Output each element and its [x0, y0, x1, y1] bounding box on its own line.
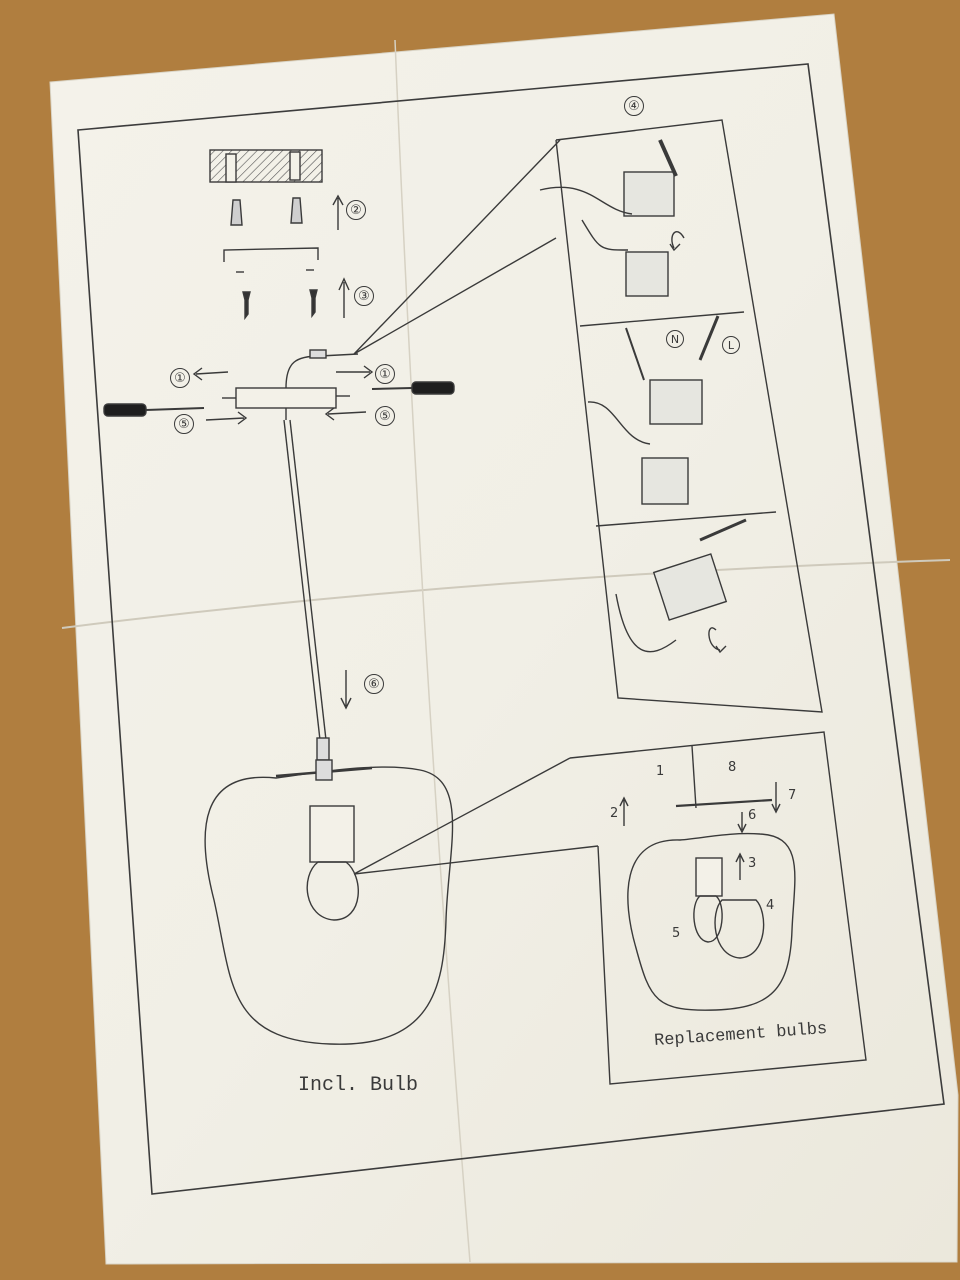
paper-sheet	[49, 13, 959, 1265]
inset-step-number: 8	[728, 760, 737, 775]
fold-line-vertical	[394, 39, 471, 1263]
rotate-arrow-icon	[336, 365, 374, 379]
callout-line	[353, 757, 599, 875]
screwdriver-icon	[103, 381, 455, 417]
glass-shade	[204, 766, 454, 1045]
arrow-down-icon	[340, 670, 352, 710]
inset-step-number: 6	[748, 808, 757, 823]
step-marker: ①	[170, 368, 190, 388]
inset-step-number: 4	[766, 898, 775, 913]
neutral-wire-label: N	[666, 330, 684, 348]
rotate-arrow-icon	[205, 411, 248, 425]
step-marker: ②	[346, 200, 366, 220]
bulb	[306, 861, 359, 921]
rotate-arrow-icon	[669, 231, 685, 252]
callout-line	[353, 139, 561, 355]
bulb-small	[693, 895, 723, 943]
mounting-bracket	[223, 247, 319, 262]
step-marker: ⑤	[174, 414, 194, 434]
arrow-up-icon	[735, 852, 745, 880]
arrow-up-icon	[338, 277, 350, 318]
arrow-up-icon	[332, 194, 344, 230]
terminal-block-2	[587, 315, 720, 505]
arrow-down-icon	[737, 812, 747, 834]
inset-step-number: 5	[672, 926, 681, 941]
inset-step-number: 3	[748, 856, 757, 871]
step-marker: ④	[624, 96, 644, 116]
wiring-inset-frame	[555, 119, 823, 713]
replacement-inset-frame	[569, 731, 867, 1085]
arrow-down-icon	[771, 782, 781, 814]
canopy	[235, 387, 337, 409]
arrow-up-icon	[619, 796, 629, 826]
rotate-arrow-icon	[324, 407, 367, 421]
outer-frame	[77, 63, 945, 1195]
inset-step-number: 1	[656, 764, 665, 779]
screw-icon	[242, 289, 318, 321]
step-marker: ①	[375, 364, 395, 384]
terminal-block-1	[539, 139, 678, 297]
inset-step-number: 7	[788, 788, 797, 803]
rotate-arrow-icon	[192, 367, 229, 381]
glass-shade-small	[627, 832, 796, 1011]
live-wire-label: L	[722, 336, 740, 354]
bulb-replacement	[714, 899, 765, 959]
wall-anchor-icon	[230, 197, 303, 226]
fold-line-horizontal	[61, 559, 951, 629]
terminal-block-3	[615, 518, 747, 653]
inset-step-number: 2	[610, 806, 619, 821]
main-caption: Incl. Bulb	[298, 1074, 419, 1097]
step-marker: ⑤	[375, 406, 395, 426]
step-marker: ③	[354, 286, 374, 306]
lamp-socket	[309, 805, 355, 863]
lamp-socket-small	[695, 857, 723, 897]
rotate-arrow-icon	[708, 627, 727, 654]
step-marker: ⑥	[364, 674, 384, 694]
